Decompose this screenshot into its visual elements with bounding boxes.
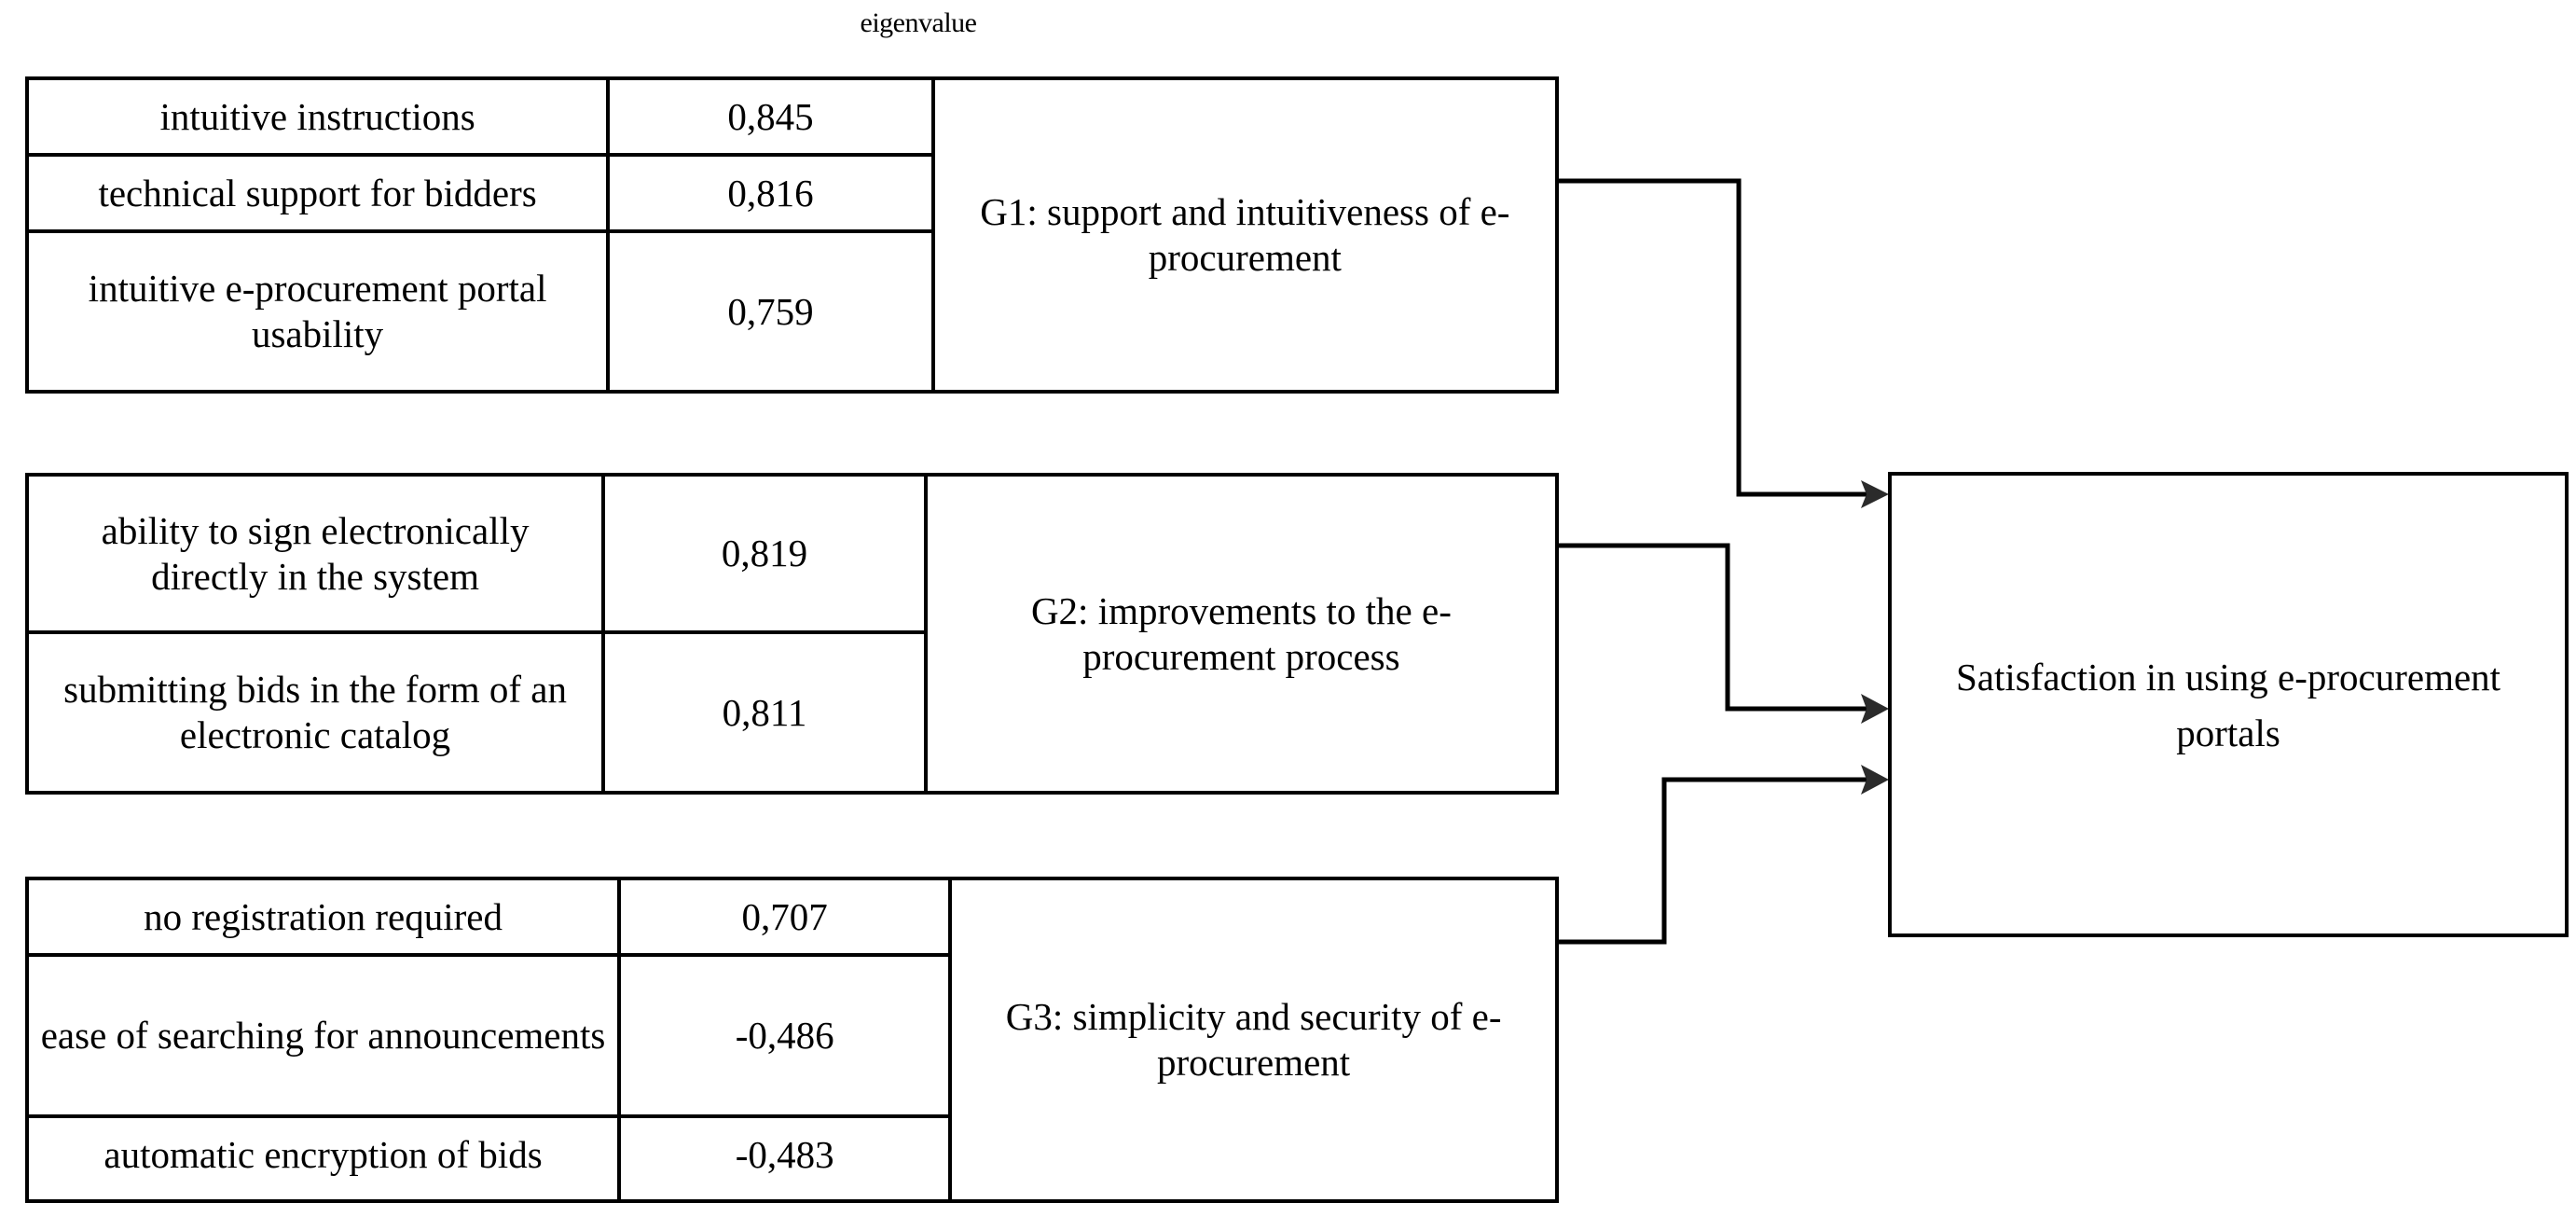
table-row: ability to sign electronically directly … [29, 477, 602, 634]
eigenvalue-value: 0,845 [727, 94, 814, 138]
table-row: ease of searching for announcements [29, 957, 618, 1118]
g3-factor-labels-column: no registration required ease of searchi… [29, 880, 622, 1199]
g3-group-label: G3: simplicity and security of e-procure… [1005, 995, 1502, 1084]
eigenvalue-cell: 0,816 [610, 157, 931, 233]
eigenvalue-value: -0,486 [735, 1014, 834, 1057]
table-row: intuitive instructions [29, 80, 607, 157]
outcome-label: Satisfaction in using e-procurement port… [1955, 655, 2501, 754]
connector-g1-to-outcome [1559, 178, 1881, 497]
g1-factor-labels-column: intuitive instructions technical support… [29, 80, 611, 390]
g3-group-box: G3: simplicity and security of e-procure… [952, 880, 1555, 1199]
factor-label: ease of searching for announcements [40, 1014, 606, 1057]
eigenvalue-value: 0,811 [722, 690, 807, 734]
table-row: submitting bids in the form of an electr… [29, 634, 601, 791]
eigenvalue-cell: 0,811 [605, 634, 924, 791]
factor-label: intuitive instructions [159, 94, 475, 138]
factor-label: submitting bids in the form of an electr… [63, 668, 567, 756]
eigenvalue-column-header: eigenvalue [860, 7, 977, 38]
table-row: automatic encryption of bids [29, 1118, 617, 1192]
eigenvalue-cell: 0,845 [610, 80, 931, 157]
g1-eigenvalue-column: 0,845 0,816 0,759 [610, 80, 935, 390]
arrowhead-g1 [1861, 480, 1889, 508]
g2-factor-labels-column: ability to sign electronically directly … [29, 477, 606, 791]
eigenvalue-value: -0,483 [735, 1133, 834, 1176]
factor-label: no registration required [144, 894, 503, 938]
arrowhead-g2 [1861, 694, 1889, 724]
factor-label: intuitive e-procurement portal usability [88, 267, 547, 355]
g2-group-box: G2: improvements to the e-procurement pr… [928, 477, 1555, 791]
g3-eigenvalue-column: 0,707 -0,486 -0,483 [621, 880, 953, 1199]
table-row: intuitive e-procurement portal usability [29, 233, 606, 390]
outcome-box: Satisfaction in using e-procurement port… [1888, 472, 2569, 937]
factor-label: automatic encryption of bids [103, 1133, 543, 1176]
eigenvalue-cell: -0,486 [621, 957, 949, 1118]
connector-g2-to-outcome [1559, 543, 1881, 712]
table-row: technical support for bidders [29, 157, 607, 233]
factor-group-g2: ability to sign electronically directly … [25, 473, 1559, 795]
eigenvalue-cell: -0,483 [621, 1118, 948, 1192]
factor-label: ability to sign electronically directly … [101, 508, 530, 598]
eigenvalue-cell: 0,759 [610, 233, 931, 390]
eigenvalue-value: 0,816 [727, 171, 814, 214]
g1-group-label: G1: support and intuitiveness of e-procu… [980, 190, 1510, 279]
arrowhead-g3 [1861, 765, 1889, 795]
g2-group-label: G2: improvements to the e-procurement pr… [1030, 588, 1452, 678]
eigenvalue-value: 0,707 [741, 894, 828, 938]
eigenvalue-cell: 0,819 [605, 477, 924, 634]
g2-eigenvalue-column: 0,819 0,811 [605, 477, 928, 791]
factor-group-g3: no registration required ease of searchi… [25, 877, 1559, 1203]
g1-group-box: G1: support and intuitiveness of e-procu… [935, 80, 1555, 390]
eigenvalue-value: 0,819 [721, 532, 808, 574]
factor-label: technical support for bidders [98, 171, 537, 214]
eigenvalue-cell: 0,707 [621, 880, 949, 957]
table-row: no registration required [29, 880, 618, 957]
connector-g3-to-outcome [1559, 777, 1881, 945]
factor-group-g1: intuitive instructions technical support… [25, 76, 1559, 394]
eigenvalue-value: 0,759 [727, 289, 814, 333]
